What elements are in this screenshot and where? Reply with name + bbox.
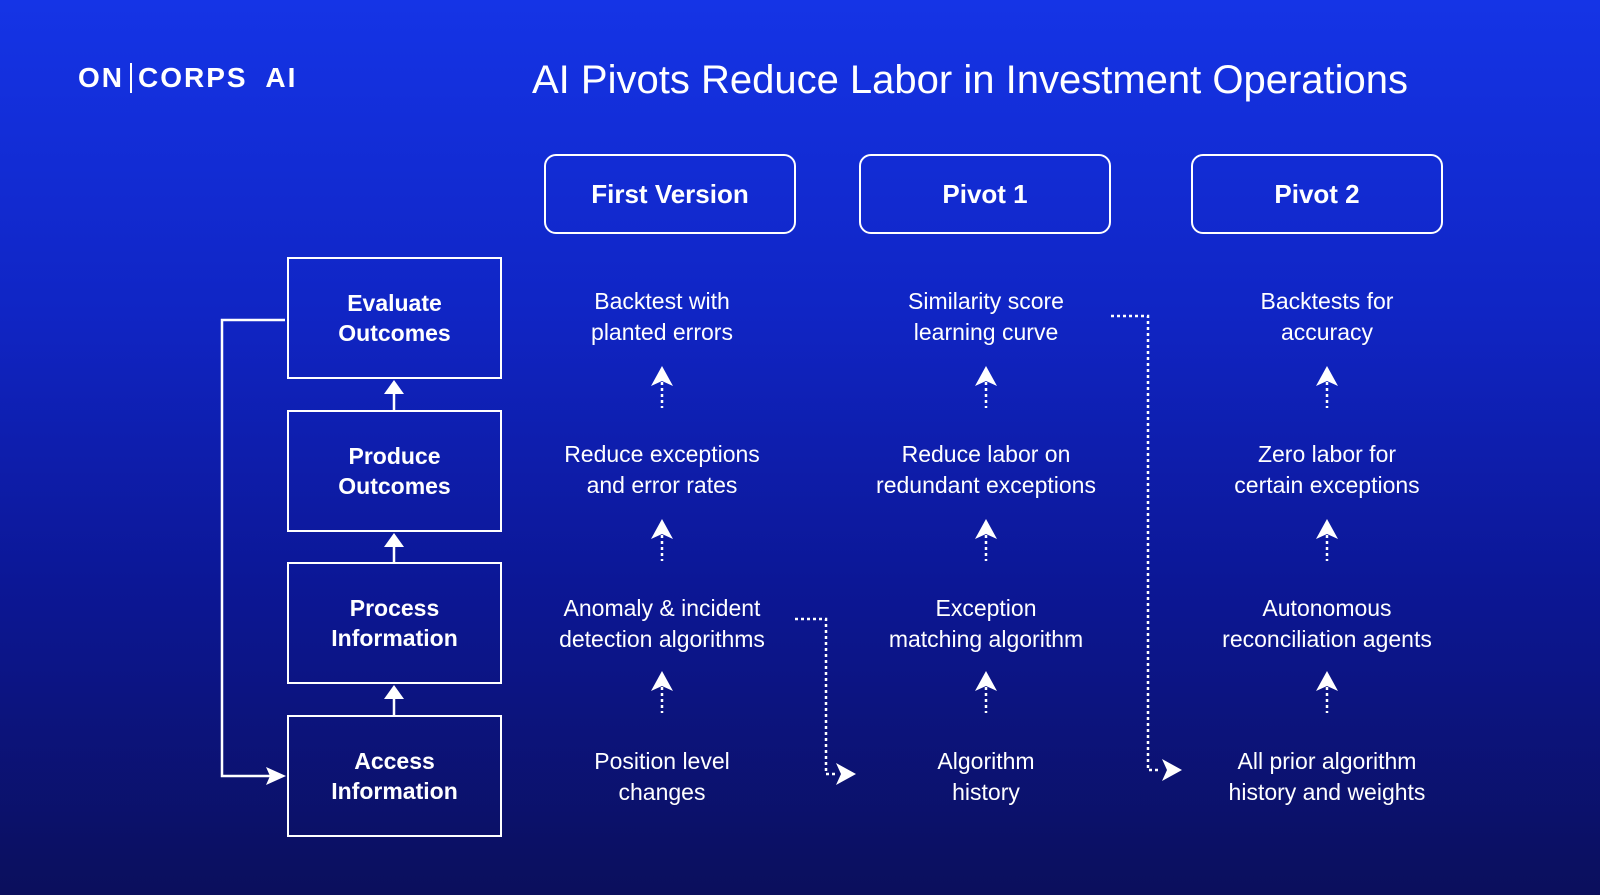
cell-pivot-2-evaluate: Backtests for accuracy <box>1182 282 1472 352</box>
arrow-up-icon <box>975 519 997 539</box>
logo-part-on: ON <box>78 62 124 93</box>
column-header-pivot-1: Pivot 1 <box>859 154 1111 234</box>
cell-line: Anomaly & incident <box>563 595 761 621</box>
stage-process-information: Process Information <box>287 562 502 684</box>
cell-line: reconciliation agents <box>1222 626 1432 652</box>
cell-first-version-evaluate: Backtest with planted errors <box>517 282 807 352</box>
cell-pivot-2-access: All prior algorithm history and weights <box>1182 742 1472 812</box>
logo-part-ai: AI <box>265 62 298 93</box>
stage-arrow-up-icon <box>384 685 404 699</box>
stage-line: Outcomes <box>338 473 451 499</box>
arrow-up-icon <box>975 671 997 691</box>
cell-first-version-produce: Reduce exceptions and error rates <box>517 435 807 505</box>
cell-line: certain exceptions <box>1234 472 1420 498</box>
cell-line: Algorithm <box>937 748 1035 774</box>
arrow-up-icon <box>975 366 997 386</box>
cell-line: Exception <box>935 595 1037 621</box>
cell-pivot-2-produce: Zero labor for certain exceptions <box>1182 435 1472 505</box>
stage-line: Produce <box>348 443 441 469</box>
stage-produce-outcomes: Produce Outcomes <box>287 410 502 532</box>
cell-line: Backtest with <box>594 288 730 314</box>
arrow-up-icon <box>1316 519 1338 539</box>
arrow-up-icon <box>651 671 673 691</box>
cell-line: and error rates <box>586 472 738 498</box>
stage-access-information: Access Information <box>287 715 502 837</box>
logo-separator <box>130 63 132 93</box>
stage-line: Access <box>354 748 435 774</box>
cell-pivot-2-process: Autonomous reconciliation agents <box>1182 589 1472 659</box>
logo-part-corps: CORPS <box>138 62 248 93</box>
cell-line: accuracy <box>1280 319 1374 345</box>
page-title: AI Pivots Reduce Labor in Investment Ope… <box>532 58 1409 102</box>
stage-line: Information <box>331 625 458 651</box>
feedback-arrow-right-icon <box>266 767 286 785</box>
stage-arrow-up-icon <box>384 533 404 547</box>
cell-pivot-1-evaluate: Similarity score learning curve <box>841 282 1131 352</box>
column-header-pivot-2: Pivot 2 <box>1191 154 1443 234</box>
cell-line: Position level <box>594 748 730 774</box>
stage-evaluate-outcomes: Evaluate Outcomes <box>287 257 502 379</box>
arrow-right-icon <box>836 763 856 785</box>
cell-pivot-1-access: Algorithm history <box>841 742 1131 812</box>
arrow-up-icon <box>651 366 673 386</box>
cell-line: detection algorithms <box>559 626 765 652</box>
cell-line: Backtests for <box>1260 288 1394 314</box>
cell-line: matching algorithm <box>888 626 1084 652</box>
stage-arrow-up-icon <box>384 380 404 394</box>
cell-line: Reduce labor on <box>901 441 1071 467</box>
cell-pivot-1-produce: Reduce labor on redundant exceptions <box>841 435 1131 505</box>
stage-line: Process <box>349 595 440 621</box>
arrow-up-icon <box>1316 366 1338 386</box>
cell-line: history <box>952 779 1020 805</box>
stage-line: Information <box>331 778 458 804</box>
cell-line: Autonomous <box>1262 595 1392 621</box>
arrow-up-icon <box>1316 671 1338 691</box>
column-header-first-version: First Version <box>544 154 796 234</box>
oncorps-ai-logo: ON CORPS AI <box>78 62 297 94</box>
stage-line: Outcomes <box>338 320 451 346</box>
cell-line: history and weights <box>1228 779 1426 805</box>
cell-line: redundant exceptions <box>876 472 1096 498</box>
cell-line: changes <box>618 779 706 805</box>
cell-line: learning curve <box>913 319 1059 345</box>
arrow-right-icon <box>1162 759 1182 781</box>
feedback-loop-line <box>220 318 285 778</box>
cell-line: Similarity score <box>908 288 1064 314</box>
cell-line: Reduce exceptions <box>564 441 760 467</box>
dotted-link-pivot-1-to-pivot-2 <box>1111 314 1160 772</box>
arrow-up-icon <box>651 519 673 539</box>
cell-first-version-process: Anomaly & incident detection algorithms <box>517 589 807 659</box>
cell-first-version-access: Position level changes <box>517 742 807 812</box>
cell-line: Zero labor for <box>1257 441 1397 467</box>
stage-line: Evaluate <box>347 290 442 316</box>
cell-line: planted errors <box>591 319 733 345</box>
dotted-link-first-to-pivot-1 <box>795 617 838 776</box>
cell-pivot-1-process: Exception matching algorithm <box>841 589 1131 659</box>
cell-line: All prior algorithm <box>1237 748 1417 774</box>
